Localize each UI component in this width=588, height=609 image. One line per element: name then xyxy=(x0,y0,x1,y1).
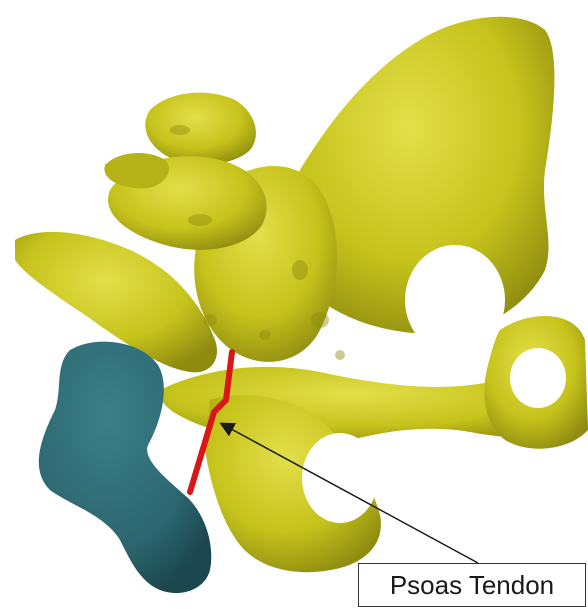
vertebral-process xyxy=(104,153,169,188)
lumbar-vertebra-upper xyxy=(145,93,256,165)
femur xyxy=(39,342,211,594)
greater-sciatic-notch xyxy=(405,245,505,355)
left-obturator-foramen xyxy=(302,433,378,523)
femur-shaft-end xyxy=(174,565,202,585)
annotation-label: Psoas Tendon xyxy=(358,563,586,607)
right-obturator-foramen xyxy=(510,348,566,408)
